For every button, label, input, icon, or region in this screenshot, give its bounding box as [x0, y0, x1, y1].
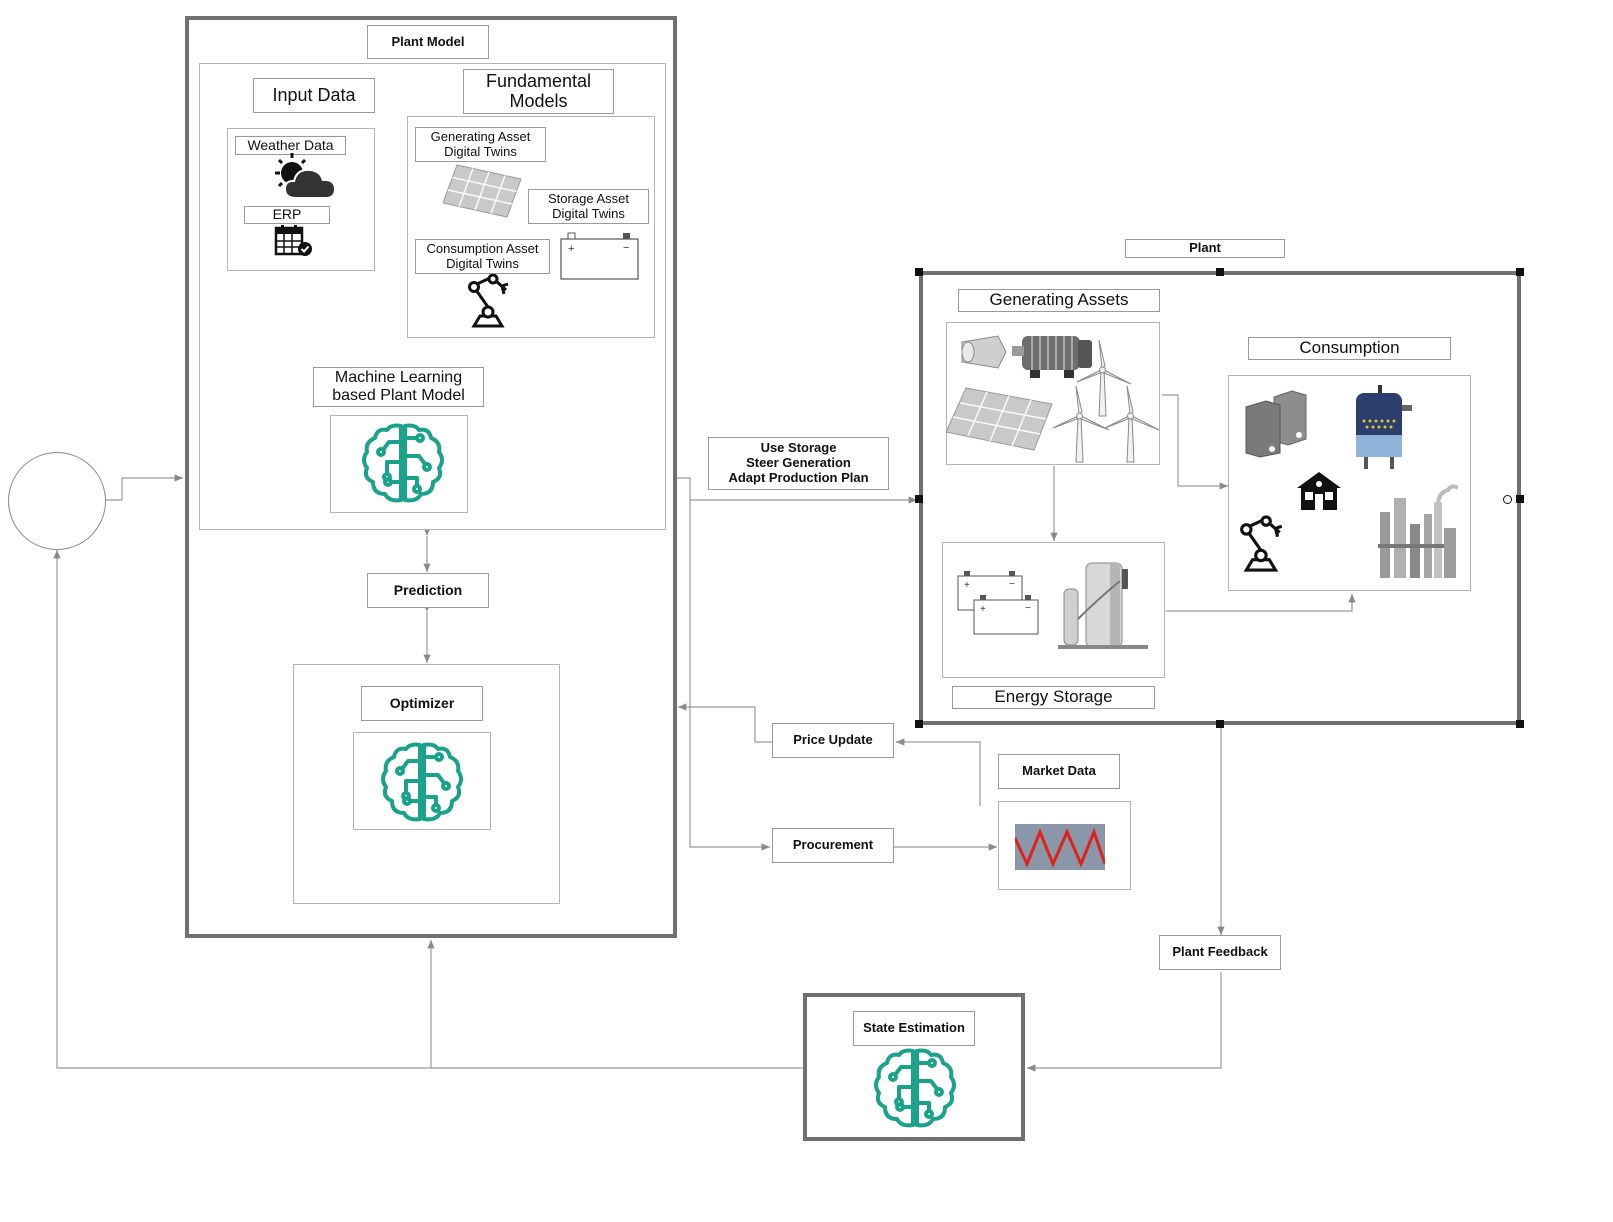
consumption-twins-label: Consumption Asset Digital Twins	[415, 239, 550, 274]
procurement-label: Procurement	[772, 828, 894, 863]
tank-icon	[1356, 385, 1412, 469]
plant-model-frame	[185, 16, 677, 938]
brain-circuit-icon	[381, 742, 463, 822]
wind-turbine-icon	[1104, 385, 1160, 463]
fundamental-models-title: Fundamental Models	[463, 69, 614, 114]
robot-arm-icon	[1240, 515, 1283, 572]
motor-icon	[1012, 336, 1092, 378]
brain-circuit-icon	[362, 423, 444, 503]
fundamental-models-label: Fundamental Models	[485, 70, 592, 111]
server-icon	[1245, 390, 1307, 458]
consumption-title: Consumption	[1248, 337, 1451, 360]
summing-node	[8, 452, 106, 550]
battery-icon: + −	[560, 232, 639, 280]
resize-handle[interactable]	[1216, 720, 1224, 728]
svg-text:+: +	[568, 243, 574, 255]
brain-circuit-icon	[874, 1048, 956, 1128]
ml-model-title: Machine Learning based Plant Model	[313, 367, 484, 407]
plant-feedback-label: Plant Feedback	[1159, 935, 1281, 970]
svg-text:−: −	[1009, 579, 1015, 590]
house-icon	[1297, 472, 1341, 510]
price-update-label: Price Update	[772, 723, 894, 758]
market-data-label: Market Data	[998, 754, 1120, 789]
resize-handle[interactable]	[915, 495, 923, 503]
storage-tank-icon	[1058, 562, 1148, 649]
plant-title: Plant	[1125, 239, 1285, 258]
wind-turbine-icon	[1052, 385, 1110, 463]
resize-handle[interactable]	[1516, 268, 1524, 276]
generating-twins-label: Generating Asset Digital Twins	[415, 127, 546, 162]
resize-handle[interactable]	[915, 268, 923, 276]
storage-twins-label: Storage Asset Digital Twins	[528, 189, 649, 224]
svg-text:+: +	[980, 604, 986, 615]
erp-label: ERP	[244, 206, 330, 224]
plant-model-title: Plant Model	[367, 25, 489, 59]
robot-arm-icon	[468, 274, 509, 328]
wind-turbine-icon	[1076, 339, 1132, 417]
resize-handle[interactable]	[1216, 268, 1224, 276]
sun-cloud-icon	[275, 153, 337, 199]
resize-handle[interactable]	[915, 720, 923, 728]
solar-panel-icon	[443, 164, 522, 218]
solar-panel-icon	[946, 387, 1053, 451]
energy-storage-title: Energy Storage	[952, 686, 1155, 709]
generating-assets-title: Generating Assets	[958, 289, 1160, 312]
calendar-check-icon	[274, 225, 312, 256]
factory-icon	[1378, 484, 1458, 578]
actions-label: Use Storage Steer Generation Adapt Produ…	[708, 437, 889, 490]
battery-icon: + − + −	[957, 571, 1039, 635]
resize-handle[interactable]	[1516, 720, 1524, 728]
optimizer-label: Optimizer	[361, 686, 483, 721]
connection-point[interactable]	[1503, 495, 1512, 504]
resize-handle[interactable]	[1516, 495, 1524, 503]
svg-text:−: −	[1025, 603, 1031, 614]
prediction-label: Prediction	[367, 573, 489, 608]
svg-text:−: −	[623, 242, 629, 254]
input-data-title: Input Data	[253, 78, 375, 113]
state-estimation-frame	[803, 993, 1025, 1141]
svg-text:+: +	[964, 580, 970, 591]
state-estimation-label: State Estimation	[853, 1011, 975, 1046]
price-wave-icon	[1015, 824, 1105, 870]
turbine-icon	[961, 335, 1007, 369]
